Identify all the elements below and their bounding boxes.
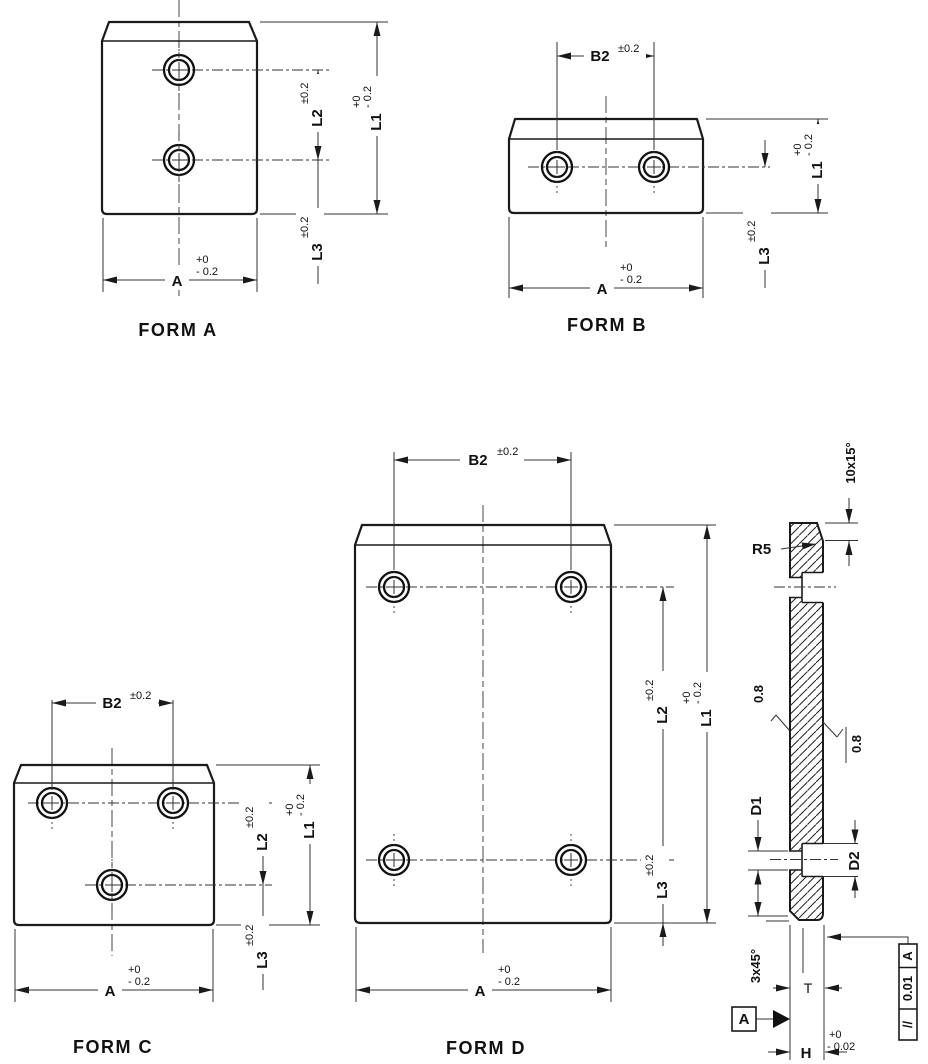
form-c-dim-l3-tol: ±0.2 [244,925,256,946]
form-b-dim-a: A [597,281,608,298]
form-c-caption: FORM C [73,1037,153,1057]
form-a-dim-l1-tol-minus: - 0.2 [362,86,374,108]
dim-t-label: T [804,980,813,996]
form-a-dim-l3-tol: ±0.2 [299,217,311,238]
datum-letter: A [739,1011,750,1028]
form-c-plate-outline [12,763,216,927]
form-a-caption: FORM A [138,320,217,340]
form-a-dim-l1: L1 [368,113,385,131]
fcf-parallelism-symbol: // [900,1021,915,1029]
side-section-view: 10x15° R5 0.8 0.8 D1 [731,442,918,1062]
form-d-caption: FORM D [446,1038,526,1058]
form-b-dim-l1-tol-plus: +0 [792,143,804,156]
dim-h-tol-plus: +0 [829,1029,842,1041]
form-a-dim-l2: L2 [309,109,326,127]
form-d-dim-a: A [475,983,486,1000]
top-chamfer-label: 10x15° [843,442,858,483]
roughness-mark-right: 0.8 [822,721,864,763]
form-c-dim-a-tol-plus: +0 [128,964,141,976]
form-a-dim-l1-tol-plus: +0 [351,95,363,108]
form-d-dim-l1-tol-plus: +0 [681,691,693,704]
form-a-dim-a: A [172,273,183,290]
hole [554,832,588,888]
dim-h-label: H [801,1045,812,1062]
form-c-dim-a: A [105,983,116,1000]
datum-feature-symbol: A [731,1006,790,1032]
roughness-mark-left: 0.8 [751,685,790,731]
fcf-tolerance-value: 0.01 [900,976,915,1001]
form-d-dim-l3-tol: ±0.2 [644,855,656,876]
form-d-dimensions: B2 ±0.2 L1 +0 - 0.2 L2 ±0.2 L3 ±0.2 A +0 [355,446,716,1002]
side-dimensions: 10x15° R5 0.8 0.8 D1 [731,442,918,1062]
form-c-dim-l2: L2 [254,833,271,851]
form-b-plate-outline [507,117,705,215]
form-a-view: L2 ±0.2 L1 +0 - 0.2 L3 ±0.2 A +0 - 0.2 F… [100,0,388,340]
form-c-dim-l1-tol-plus: +0 [284,803,296,816]
form-c-dim-l1: L1 [301,821,318,839]
radius-label: R5 [752,541,771,558]
form-c-dim-l2-tol: ±0.2 [244,807,256,828]
form-d-dim-l3: L3 [654,881,671,899]
bottom-chamfer-label: 3x45° [748,949,763,983]
form-d-dim-l2: L2 [654,706,671,724]
form-d-dim-b2: B2 [468,452,487,469]
form-a-plate-outline [100,20,259,216]
form-b-dimensions: B2 ±0.2 L1 +0 - 0.2 L3 ±0.2 A +0 - 0.2 [508,42,828,298]
form-d-dim-a-tol-minus: - 0.2 [498,976,520,988]
form-b-caption: FORM B [567,315,647,335]
counterbore-lower [789,842,823,878]
roughness-right-value: 0.8 [849,735,864,753]
form-c-dim-b2-tol: ±0.2 [130,690,151,702]
form-d-dim-a-tol-plus: +0 [498,964,511,976]
section-body-hatched [789,522,824,921]
form-b-dim-l3: L3 [756,247,773,265]
form-b-view: B2 ±0.2 L1 +0 - 0.2 L3 ±0.2 A +0 - 0.2 F… [507,42,828,335]
form-d-dim-b2-tol: ±0.2 [497,446,518,458]
form-c-view: B2 ±0.2 L1 +0 - 0.2 L2 ±0.2 L3 ±0.2 A +0 [12,689,320,1057]
form-b-dim-b2-tol: ±0.2 [618,43,639,55]
datum-triangle [773,1010,790,1028]
dim-d2-label: D2 [846,851,863,870]
form-a-dim-l3: L3 [309,243,326,261]
form-b-dim-l3-tol: ±0.2 [746,221,758,242]
dim-h-tol-minus: - 0.02 [827,1041,855,1053]
form-b-dim-b2: B2 [590,48,609,65]
form-d-view: B2 ±0.2 L1 +0 - 0.2 L2 ±0.2 L3 ±0.2 A +0 [353,446,716,1058]
fcf-datum: A [900,951,915,961]
form-d-dim-l1-tol-minus: - 0.2 [692,682,704,704]
form-c-dim-l1-tol-minus: - 0.2 [295,794,307,816]
hole [377,832,411,888]
form-d-dim-l1: L1 [698,709,715,727]
form-a-dim-l2-tol: ±0.2 [299,83,311,104]
dim-d1-label: D1 [748,796,765,815]
form-c-dim-b2: B2 [102,695,121,712]
form-b-dim-a-tol-plus: +0 [620,262,633,274]
feature-control-frame: A 0.01 // [827,933,918,1041]
form-d-dim-l2-tol: ±0.2 [644,680,656,701]
form-b-dim-l1-tol-minus: - 0.2 [803,134,815,156]
form-c-dimensions: B2 ±0.2 L1 +0 - 0.2 L2 ±0.2 L3 ±0.2 A +0 [14,689,320,1002]
form-b-dim-l1: L1 [809,161,826,179]
counterbore-upper [789,571,823,604]
form-a-dim-a-tol-plus: +0 [196,254,209,266]
form-d-plate-outline [353,523,613,925]
form-b-dim-a-tol-minus: - 0.2 [620,274,642,286]
form-a-dimensions: L2 ±0.2 L1 +0 - 0.2 L3 ±0.2 A +0 - 0.2 [102,21,388,292]
form-c-dim-a-tol-minus: - 0.2 [128,976,150,988]
form-c-dim-l3: L3 [254,951,271,969]
form-a-dim-a-tol-minus: - 0.2 [196,266,218,278]
roughness-left-value: 0.8 [751,685,766,703]
